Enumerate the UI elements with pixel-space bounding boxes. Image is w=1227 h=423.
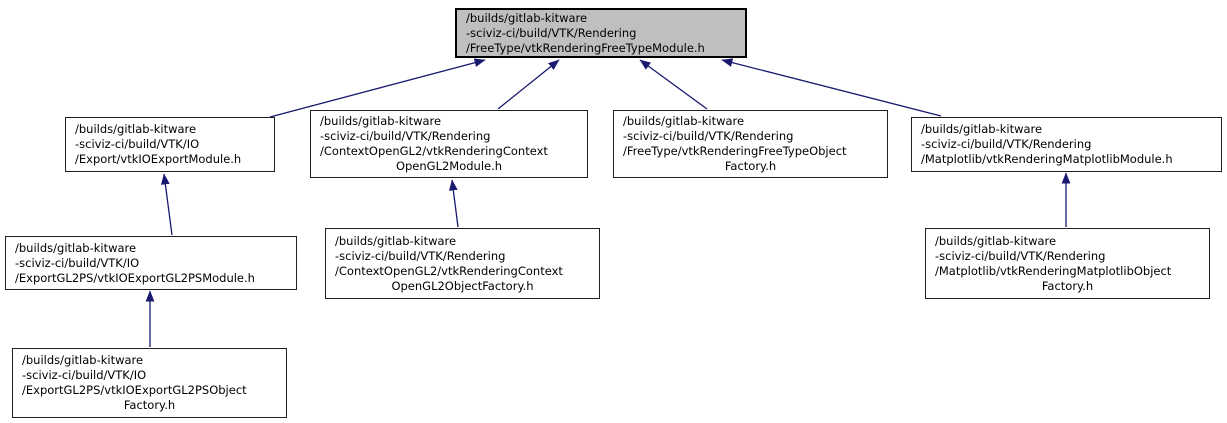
node-label-line: /builds/gitlab-kitware [935,233,1057,248]
node-label-line: /Matplotlib/vtkRenderingMatplotlibModule… [921,152,1173,166]
node-label-line: -sciviz-ci/build/VTK/IO [22,368,147,382]
edge-context-module-to-root [497,59,560,110]
node-label-line: /builds/gitlab-kitware [15,240,137,255]
node-label-line: Factory.h [724,159,777,173]
node-label-line: /builds/gitlab-kitware [921,122,1043,136]
edge-gl2ps-module-to-io-export [160,173,173,236]
edge-freetype-factory-to-root [639,59,708,110]
node-label-line: -sciviz-ci/build/VTK/Rendering [466,25,637,40]
node-label-line: /builds/gitlab-kitware [320,114,442,128]
node-label-line: /ContextOpenGL2/vtkRenderingContext [335,263,563,278]
node-label-line: -sciviz-ci/build/VTK/Rendering [935,248,1106,263]
graph-node-vtkRenderingContextOpenGL2ObjectFactory[interactable]: /builds/gitlab-kitware -sciviz-ci/build/… [325,228,600,299]
edge-matplotlib-module-to-root [721,58,942,117]
edge-context-factory-to-context-module [448,179,459,228]
node-label-line: -sciviz-ci/build/VTK/Rendering [921,137,1092,151]
node-label-line: /FreeType/vtkRenderingFreeTypeObject [623,144,847,158]
node-label-line: /ExportGL2PS/vtkIOExportGL2PSModule.h [15,270,255,285]
node-label-line: /ContextOpenGL2/vtkRenderingContext [320,144,548,158]
node-label-line: -sciviz-ci/build/VTK/IO [75,137,200,151]
node-label-line: /builds/gitlab-kitware [623,114,745,128]
graph-node-vtkRenderingMatplotlibModule[interactable]: /builds/gitlab-kitware -sciviz-ci/build/… [911,117,1222,172]
node-label-line: OpenGL2ObjectFactory.h [391,278,534,293]
graph-node-vtkIOExportModule[interactable]: /builds/gitlab-kitware -sciviz-ci/build/… [65,117,275,172]
node-label-line: -sciviz-ci/build/VTK/Rendering [623,129,794,143]
node-label-line: /builds/gitlab-kitware [22,353,144,367]
node-label-line: -sciviz-ci/build/VTK/IO [15,255,140,270]
node-label-line: /builds/gitlab-kitware [75,122,197,136]
graph-node-vtkRenderingMatplotlibObjectFactory[interactable]: /builds/gitlab-kitware -sciviz-ci/build/… [925,228,1210,299]
graph-node-vtkRenderingFreeTypeModule: /builds/gitlab-kitware -sciviz-ci/build/… [455,8,747,58]
node-label-line: Factory.h [123,398,176,412]
node-label-line: /ExportGL2PS/vtkIOExportGL2PSObject [22,383,247,397]
node-label-line: OpenGL2Module.h [395,159,503,173]
edge-io-export-to-root [269,58,486,118]
node-label-line: /Export/vtkIOExportModule.h [75,152,242,166]
node-label-line: -sciviz-ci/build/VTK/Rendering [335,248,506,263]
node-label-line: Factory.h [1041,278,1094,293]
node-label-line: /builds/gitlab-kitware [466,10,588,25]
node-label-line: /builds/gitlab-kitware [335,233,457,248]
node-label-line: -sciviz-ci/build/VTK/Rendering [320,129,491,143]
graph-node-vtkRenderingFreeTypeObjectFactory[interactable]: /builds/gitlab-kitware -sciviz-ci/build/… [613,110,888,178]
graph-node-vtkIOExportGL2PSModule[interactable]: /builds/gitlab-kitware -sciviz-ci/build/… [5,236,297,290]
graph-node-vtkRenderingContextOpenGL2Module[interactable]: /builds/gitlab-kitware -sciviz-ci/build/… [310,110,588,178]
graph-node-vtkIOExportGL2PSObjectFactory[interactable]: /builds/gitlab-kitware -sciviz-ci/build/… [12,348,287,418]
node-label-line: /Matplotlib/vtkRenderingMatplotlibObject [935,263,1172,278]
node-label-line: /FreeType/vtkRenderingFreeTypeModule.h [466,40,705,55]
